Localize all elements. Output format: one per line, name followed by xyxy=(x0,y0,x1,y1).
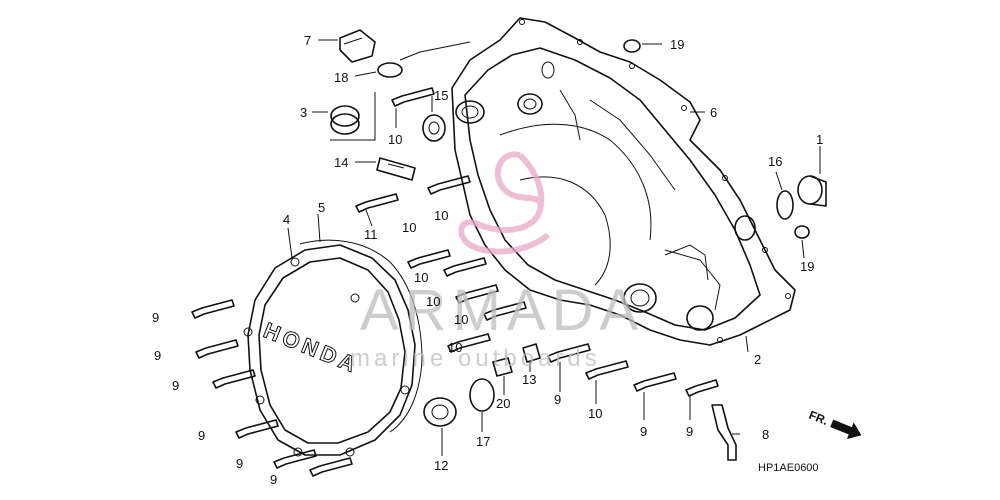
callout-10: 10 xyxy=(448,340,462,355)
callout-9: 9 xyxy=(270,472,277,487)
callout-10: 10 xyxy=(426,294,440,309)
cover-lettering: HONDA xyxy=(260,317,363,378)
callout-9: 9 xyxy=(554,392,561,407)
callout-9: 9 xyxy=(198,428,205,443)
callout-3: 3 xyxy=(300,105,307,120)
part-cap-7 xyxy=(339,29,376,63)
part-seal-15 xyxy=(422,114,446,142)
leader-lines xyxy=(287,39,821,456)
callout-10: 10 xyxy=(588,406,602,421)
callout-13: 13 xyxy=(522,372,536,387)
front-direction-marker: FR. xyxy=(807,408,862,440)
callout-10: 10 xyxy=(454,312,468,327)
part-plug-12 xyxy=(423,397,457,427)
callout-18: 18 xyxy=(334,70,348,85)
callout-14: 14 xyxy=(334,155,348,170)
callout-6: 6 xyxy=(710,105,717,120)
callout-20: 20 xyxy=(496,396,510,411)
callout-9: 9 xyxy=(640,424,647,439)
callout-9: 9 xyxy=(236,456,243,471)
callout-12: 12 xyxy=(434,458,448,473)
callout-10: 10 xyxy=(388,132,402,147)
part-plate-14 xyxy=(376,157,416,181)
callout-9: 9 xyxy=(154,348,161,363)
watermark-tagline: marine outboards xyxy=(350,345,601,372)
callout-labels: 7 18 3 15 10 14 19 6 1 16 19 5 4 11 10 1… xyxy=(152,33,823,487)
right-crankcase-cover xyxy=(451,17,796,346)
part-oring-16 xyxy=(776,190,794,220)
callout-1: 1 xyxy=(816,132,823,147)
callout-15: 15 xyxy=(434,88,448,103)
part-dowel-19-top xyxy=(623,39,641,53)
watermark-logo-icon xyxy=(458,151,550,255)
callout-9: 9 xyxy=(686,424,693,439)
callout-10: 10 xyxy=(434,208,448,223)
part-ring-18 xyxy=(377,62,403,78)
front-arrow-icon xyxy=(830,419,862,440)
callout-5: 5 xyxy=(318,200,325,215)
watermark-brand: ARMADA xyxy=(360,278,644,343)
callout-19: 19 xyxy=(800,259,814,274)
callout-8: 8 xyxy=(762,427,769,442)
part-oring-17 xyxy=(469,378,495,412)
callout-7: 7 xyxy=(304,33,311,48)
part-bush-1 xyxy=(797,175,827,207)
callout-10: 10 xyxy=(414,270,428,285)
part-dowel-19-right xyxy=(794,225,810,239)
callout-16: 16 xyxy=(768,154,782,169)
callout-4: 4 xyxy=(283,212,290,227)
callout-17: 17 xyxy=(476,434,490,449)
watermark: ARMADA marine outboards xyxy=(350,151,644,372)
drawing-code: HP1AE0600 xyxy=(758,462,819,474)
bolt-set xyxy=(191,87,719,477)
callout-9: 9 xyxy=(152,310,159,325)
callout-10: 10 xyxy=(402,220,416,235)
callout-11: 11 xyxy=(364,227,378,242)
part-seal-3 xyxy=(330,105,360,135)
callout-2: 2 xyxy=(754,352,761,367)
part-tube-8 xyxy=(711,404,737,461)
front-marker-text: FR. xyxy=(807,408,830,428)
callout-19: 19 xyxy=(670,37,684,52)
callout-9: 9 xyxy=(172,378,179,393)
